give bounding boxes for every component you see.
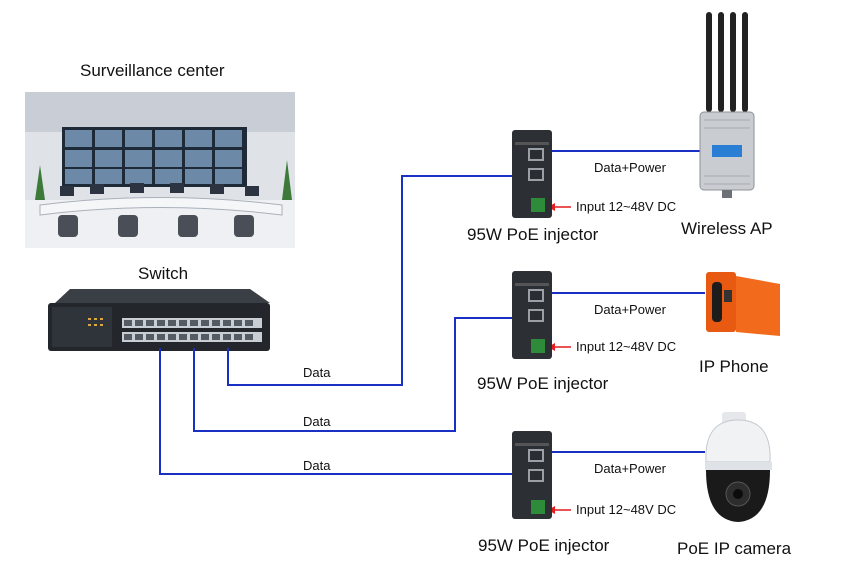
- switch-device: [48, 289, 270, 351]
- surveillance-center-title: Surveillance center: [80, 61, 225, 80]
- ip-camera-label: PoE IP camera: [677, 539, 792, 558]
- wireless-ap-device: [699, 12, 755, 198]
- wireless-ap-label: Wireless AP: [681, 219, 773, 238]
- data-label-3: Data: [303, 458, 331, 473]
- input-voltage-label-1: Input 12~48V DC: [576, 199, 677, 214]
- switch-title: Switch: [138, 264, 189, 283]
- injector-label-3: 95W PoE injector: [478, 536, 610, 555]
- ip-phone-label: IP Phone: [699, 357, 769, 376]
- surveillance-center-image: [25, 92, 295, 248]
- data-cable-1: [227, 175, 512, 386]
- poe-injector-3: [512, 431, 552, 519]
- data-label-1: Data: [303, 365, 331, 380]
- data-label-2: Data: [303, 414, 331, 429]
- data-power-label-1: Data+Power: [594, 160, 666, 175]
- injector-label-1: 95W PoE injector: [467, 225, 599, 244]
- poe-injector-1: [512, 130, 552, 218]
- ip-camera-device: [705, 412, 772, 522]
- ip-phone-device: [706, 272, 780, 336]
- input-voltage-label-2: Input 12~48V DC: [576, 339, 677, 354]
- data-cable-2: [193, 317, 512, 432]
- data-power-label-2: Data+Power: [594, 302, 666, 317]
- data-cable-3: [159, 348, 512, 475]
- poe-injector-2: [512, 271, 552, 359]
- data-power-label-3: Data+Power: [594, 461, 666, 476]
- input-voltage-label-3: Input 12~48V DC: [576, 502, 677, 517]
- injector-label-2: 95W PoE injector: [477, 374, 609, 393]
